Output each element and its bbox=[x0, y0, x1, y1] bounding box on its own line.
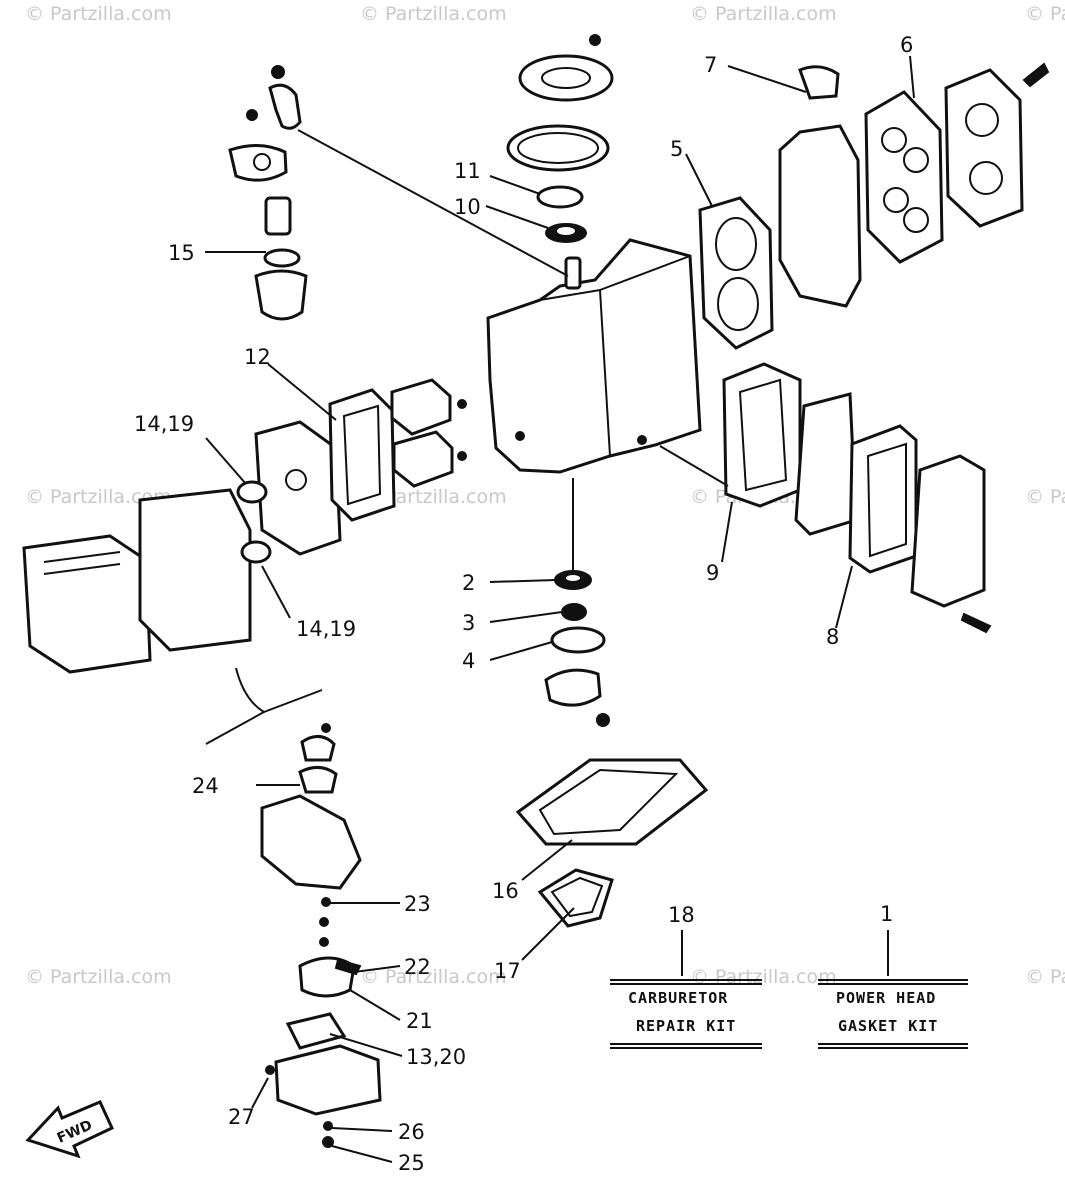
callout-12: 12 bbox=[244, 345, 271, 369]
watermark: © Partzilla.com bbox=[1025, 486, 1065, 508]
callout-27: 27 bbox=[228, 1105, 255, 1129]
callout-15: 15 bbox=[168, 241, 195, 265]
callout-25: 25 bbox=[398, 1151, 425, 1175]
cylinder-head-gasket bbox=[698, 196, 774, 350]
callout-26: 26 bbox=[398, 1120, 425, 1144]
callout-11: 11 bbox=[454, 159, 481, 183]
watermark: © Partzilla.com bbox=[360, 486, 507, 508]
callout-16: 16 bbox=[492, 879, 519, 903]
watermark: © Partzilla.com bbox=[25, 3, 172, 25]
callout-6: 6 bbox=[900, 33, 913, 57]
callout-4: 4 bbox=[462, 649, 475, 673]
callout-3: 3 bbox=[462, 611, 475, 635]
carburetor-kit-line1: CARBURETOR bbox=[628, 989, 728, 1007]
callout-14-19-lower: 14,19 bbox=[296, 617, 356, 641]
callout-10: 10 bbox=[454, 195, 481, 219]
callout-1: 1 bbox=[880, 902, 893, 926]
callout-18: 18 bbox=[668, 903, 695, 927]
fuel-pump-assembly bbox=[228, 65, 308, 321]
watermark: © Partzilla.com bbox=[360, 3, 507, 25]
callout-9: 9 bbox=[706, 561, 719, 585]
crankcase-block bbox=[486, 238, 702, 474]
lower-seal-group bbox=[544, 570, 610, 727]
callout-14-19-upper: 14,19 bbox=[134, 412, 194, 436]
watermark: © Partzilla.com bbox=[690, 3, 837, 25]
watermark: © Partzilla.com bbox=[690, 966, 837, 988]
watermark: © Partzilla.com bbox=[1025, 3, 1065, 25]
carburetor-internal-parts bbox=[260, 723, 382, 1148]
cylinder-head bbox=[778, 62, 1050, 308]
leader-lines bbox=[205, 55, 915, 1163]
crankcase-top-cover bbox=[506, 34, 614, 243]
carburetor-body bbox=[22, 480, 272, 674]
watermark: © Partzilla.com bbox=[25, 966, 172, 988]
watermark: © Partzilla.com bbox=[25, 486, 172, 508]
callout-13-20: 13,20 bbox=[406, 1045, 466, 1069]
carburetor-repair-kit-label: CARBURETOR REPAIR KIT bbox=[610, 979, 762, 1049]
watermark: © Partzilla.com bbox=[360, 966, 507, 988]
callout-24: 24 bbox=[192, 774, 219, 798]
callout-7: 7 bbox=[704, 53, 717, 77]
carburetor-kit-line2: REPAIR KIT bbox=[636, 1017, 736, 1035]
callout-2: 2 bbox=[462, 571, 475, 595]
callout-23: 23 bbox=[404, 892, 431, 916]
manifold-gaskets bbox=[515, 758, 709, 928]
power-head-kit-line1: POWER HEAD bbox=[836, 989, 936, 1007]
power-head-kit-line2: GASKET KIT bbox=[838, 1017, 938, 1035]
callout-22: 22 bbox=[404, 955, 431, 979]
intake-manifold-assembly bbox=[254, 378, 467, 556]
power-head-gasket-kit-label: POWER HEAD GASKET KIT bbox=[818, 979, 968, 1049]
callout-labels: 1 2 3 4 5 6 7 8 9 10 11 12 14,19 14,19 1… bbox=[134, 33, 913, 1175]
exhaust-cover-assembly bbox=[722, 362, 992, 634]
callout-5: 5 bbox=[670, 137, 683, 161]
callout-17: 17 bbox=[494, 959, 521, 983]
callout-21: 21 bbox=[406, 1009, 433, 1033]
callout-8: 8 bbox=[826, 625, 839, 649]
watermark: © Partzilla.com bbox=[1025, 966, 1065, 988]
forward-direction-arrow: FWD bbox=[25, 1100, 114, 1159]
